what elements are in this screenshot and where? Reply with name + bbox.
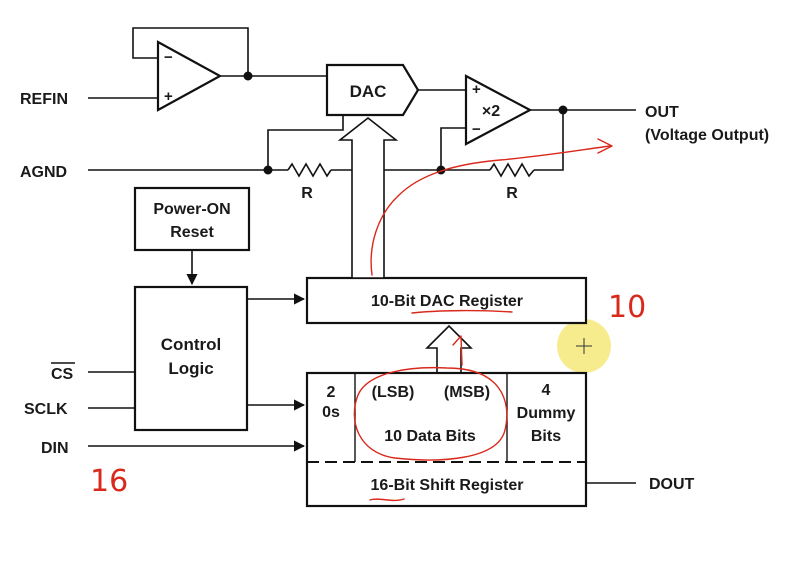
ink-signal-path-curve <box>370 145 611 276</box>
dac-ground-wire <box>267 115 344 170</box>
gain-plus-sign: + <box>472 81 481 98</box>
power-on-reset-line2: Reset <box>170 224 214 241</box>
dummy-bits-label-1: Dummy <box>517 405 576 422</box>
ink-dac-bits-note: 10 <box>608 290 646 325</box>
out-pin-label: OUT <box>645 104 679 121</box>
crosshair-cursor-icon <box>576 338 592 354</box>
buffer-minus-sign: − <box>164 49 173 66</box>
lsb-label: (LSB) <box>372 384 415 401</box>
data-bits-label: 10 Data Bits <box>384 428 476 445</box>
agnd-pin-label: AGND <box>20 164 67 181</box>
buffer-output-node <box>243 71 253 81</box>
dac-block <box>325 63 420 117</box>
shift-to-register-hollow-arrow <box>425 324 473 374</box>
ink-arrowhead <box>597 138 613 154</box>
control-logic-block <box>133 285 249 432</box>
dummy-bits-label-2: Bits <box>531 428 561 445</box>
dac-label: DAC <box>350 82 387 101</box>
control-logic-line2: Logic <box>168 359 213 378</box>
right-resistor <box>489 162 535 178</box>
gain-feedback-wire <box>534 110 564 171</box>
shift-register-label: 16-Bit Shift Register <box>371 477 524 494</box>
ink-shift-register-underline <box>369 498 405 502</box>
buffer-plus-sign: + <box>164 88 173 105</box>
msb-label: (MSB) <box>444 384 490 401</box>
zero-bits-label: 0s <box>322 404 340 421</box>
dummy-bits-count: 4 <box>542 382 551 399</box>
ink-data-bits-circle <box>353 366 508 461</box>
buffer-feedback-wire <box>132 27 249 76</box>
power-on-reset-line1: Power-ON <box>153 201 230 218</box>
agnd-node <box>263 165 273 175</box>
left-resistor <box>287 162 332 178</box>
gain-label: ×2 <box>482 103 500 120</box>
right-resistor-label: R <box>506 185 518 202</box>
din-pin-label: DIN <box>41 440 69 457</box>
out-description: (Voltage Output) <box>645 127 769 144</box>
refin-pin-label: REFIN <box>20 91 68 108</box>
dac-register-block <box>305 276 588 325</box>
dout-pin-label: DOUT <box>649 476 695 493</box>
control-logic-line1: Control <box>161 335 221 354</box>
zero-bits-count: 2 <box>327 384 336 401</box>
output-gain-amp <box>464 74 533 146</box>
left-resistor-label: R <box>301 185 313 202</box>
ink-dac-register-underline <box>411 309 513 314</box>
dac-register-label: 10-Bit DAC Register <box>371 293 523 310</box>
gain-minus-sign: − <box>472 121 481 138</box>
ink-arrow-one-mark <box>452 335 463 366</box>
reference-buffer-amp <box>156 40 223 112</box>
register-to-dac-hollow-arrow <box>337 116 399 279</box>
cs-pin-label: CS <box>51 366 74 383</box>
shift-register-block <box>305 371 588 508</box>
sclk-pin-label: SCLK <box>24 401 68 418</box>
ink-shift-bits-note: 16 <box>90 464 128 499</box>
gain-inverting-input-wire <box>440 127 466 170</box>
